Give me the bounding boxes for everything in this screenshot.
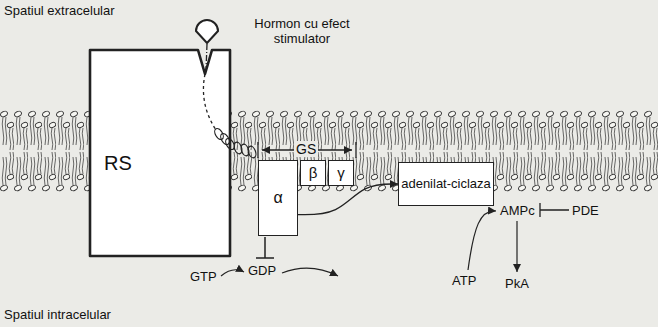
gdp-release-arrow	[282, 268, 338, 276]
enzyme-label: PkA	[505, 276, 529, 291]
gdp-bond	[256, 237, 274, 258]
receptor-box: RS	[88, 48, 232, 258]
gamma-subunit: γ	[328, 160, 354, 186]
alpha-subunit: α	[258, 160, 298, 236]
node-text: γ	[337, 164, 345, 181]
signal-path	[203, 74, 216, 130]
hormone-label: Hormon cu efect stimulator	[246, 16, 358, 46]
enzyme-box: adenilat-ciclaza	[398, 162, 494, 206]
inhibition-line	[540, 203, 569, 217]
enzyme-label: PDE	[572, 203, 599, 218]
hormone-symbol	[196, 20, 218, 43]
node-text: RS	[104, 152, 132, 175]
molecule-label: ATP	[452, 273, 476, 288]
activation-arrow	[298, 184, 398, 215]
protein-label: GS	[294, 141, 318, 157]
receptor-helix	[213, 127, 225, 141]
receptor-helix	[233, 141, 258, 159]
molecule-label: AMPc	[500, 203, 535, 218]
node-text: adenilat-ciclaza	[401, 177, 491, 192]
gtp-arrow	[221, 270, 244, 276]
node-text: β	[309, 164, 318, 181]
receptor-outline	[90, 50, 230, 256]
node-text: α	[273, 189, 282, 207]
molecule-label: GDP	[248, 263, 276, 278]
pka-arrow	[516, 221, 517, 272]
molecule-label: GTP	[190, 269, 217, 284]
gs-bracket	[258, 142, 356, 158]
atp-arrow	[468, 211, 496, 270]
region-label: Spatiul extracelular	[4, 3, 115, 18]
region-label: Spatiul intracelular	[4, 307, 111, 322]
beta-subunit: β	[300, 160, 326, 186]
receptor-helix	[224, 137, 236, 151]
